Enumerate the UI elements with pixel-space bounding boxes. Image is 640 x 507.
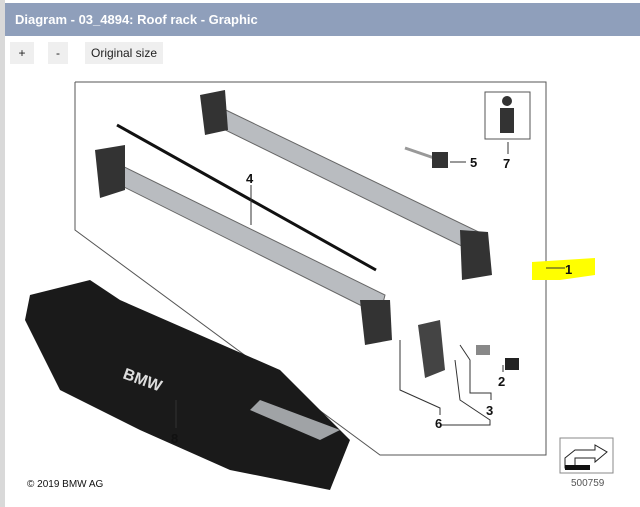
left-border	[0, 0, 5, 507]
copyright: © 2019 BMW AG	[27, 479, 104, 490]
callout-2: 2	[498, 374, 505, 389]
roof-bar-rear	[200, 90, 492, 280]
key-part-2	[505, 358, 519, 370]
roof-bar-front	[95, 145, 392, 345]
zoom-out-button[interactable]: -	[48, 42, 68, 64]
lock-cap-part	[432, 152, 448, 168]
navigate-arrow-icon	[559, 437, 614, 474]
callout-5: 5	[470, 155, 477, 170]
end-cap-part	[418, 320, 445, 378]
rubber-strip	[116, 123, 377, 272]
callout-8: 8	[171, 431, 178, 446]
original-size-button[interactable]: Original size	[85, 42, 163, 64]
callout-highlight	[532, 258, 595, 280]
callout-1: 1	[565, 262, 572, 277]
info-icon	[484, 91, 531, 140]
diagram-frame	[74, 81, 547, 456]
storage-bag: BMW	[25, 280, 350, 490]
callout-7: 7	[503, 156, 510, 171]
callout-3: 3	[486, 403, 493, 418]
image-number: 500759	[571, 478, 605, 489]
callout-6: 6	[435, 416, 442, 431]
lock-cylinder-part	[476, 345, 490, 355]
window-title: Diagram - 03_4894: Roof rack - Graphic	[5, 3, 640, 36]
zoom-in-button[interactable]: +	[10, 42, 34, 64]
callout-4: 4	[246, 171, 254, 186]
